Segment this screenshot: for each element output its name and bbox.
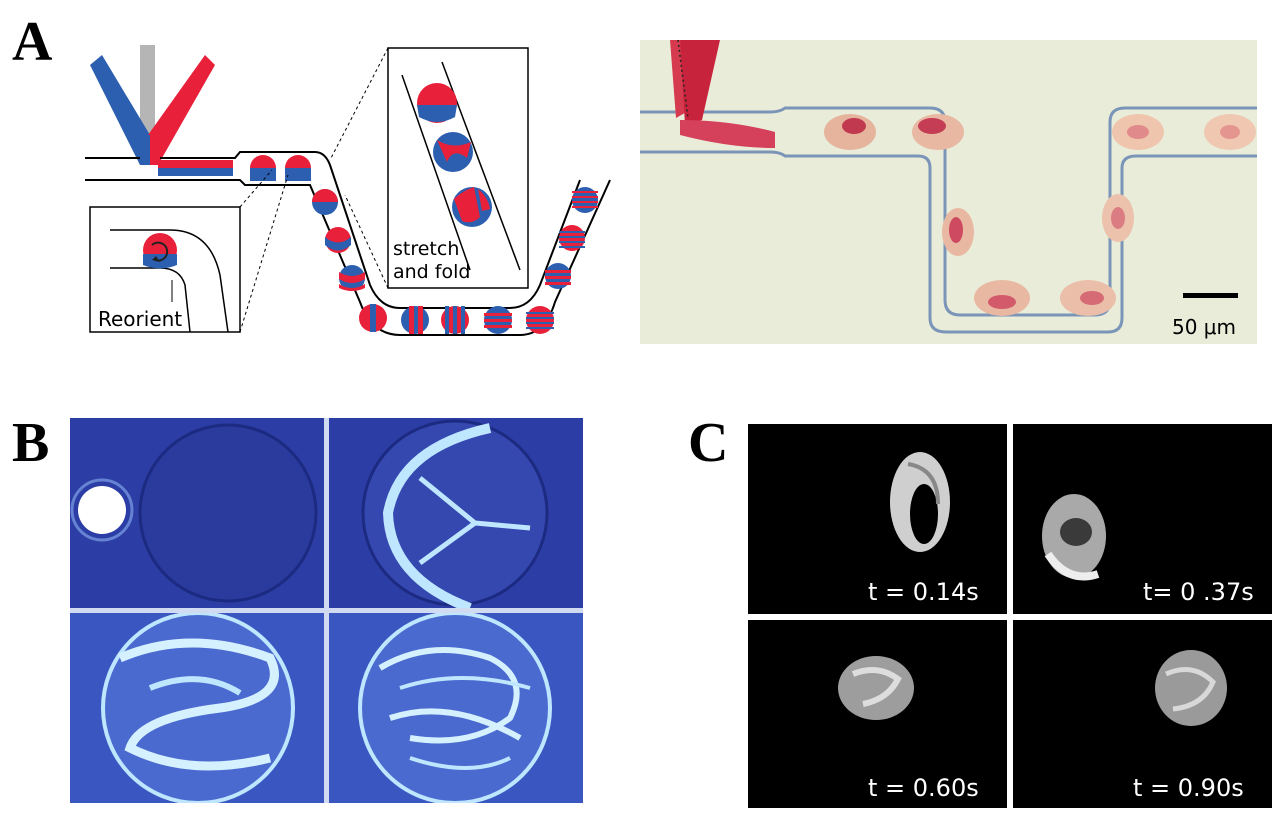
photo-b-4 xyxy=(329,611,583,803)
stretch-label-line2: and fold xyxy=(393,261,470,283)
inset-reorient: Reorient xyxy=(89,206,241,333)
droplet-photo-grid xyxy=(70,418,583,803)
time-series-grid: t = 0.14s t= 0 .37s t = 0.60s t = 0.90s xyxy=(748,424,1272,808)
frame-c-4-droplet xyxy=(1155,650,1227,726)
time-label-4: t = 0.90s xyxy=(1133,774,1244,802)
scale-bar-label: 50 μm xyxy=(1172,315,1236,339)
inlet-stream-blue xyxy=(158,168,233,176)
frame-c-2-droplet xyxy=(1042,494,1106,581)
frame-c-1-droplet xyxy=(890,452,950,552)
droplet-plugs xyxy=(250,155,598,334)
inlet-stream-red xyxy=(158,160,233,168)
mixing-schematic: Reorient stretch and fold xyxy=(85,45,611,336)
panel-letter-c: C xyxy=(688,412,729,474)
time-label-3: t = 0.60s xyxy=(868,774,979,802)
panel-letter-b: B xyxy=(12,412,50,474)
reorient-label: Reorient xyxy=(98,307,182,331)
stretch-label-line1: stretch xyxy=(393,238,459,260)
time-label-1: t = 0.14s xyxy=(868,578,979,606)
scale-bar xyxy=(1183,293,1238,298)
photo-b-2 xyxy=(329,418,583,613)
time-label-2: t= 0 .37s xyxy=(1143,578,1254,606)
inlet-junction xyxy=(90,45,215,165)
time-series-frames: t = 0.14s t= 0 .37s t = 0.60s t = 0.90s xyxy=(748,424,1272,808)
inset-stretch-fold: stretch and fold xyxy=(387,47,529,289)
frame-c-3-droplet xyxy=(838,656,914,720)
photo-b-3 xyxy=(70,611,324,803)
micro-droplets xyxy=(824,114,1256,316)
panel-letter-a: A xyxy=(12,11,53,73)
micrograph-channel: 50 μm xyxy=(640,40,1257,344)
photo-b-1 xyxy=(70,418,324,608)
